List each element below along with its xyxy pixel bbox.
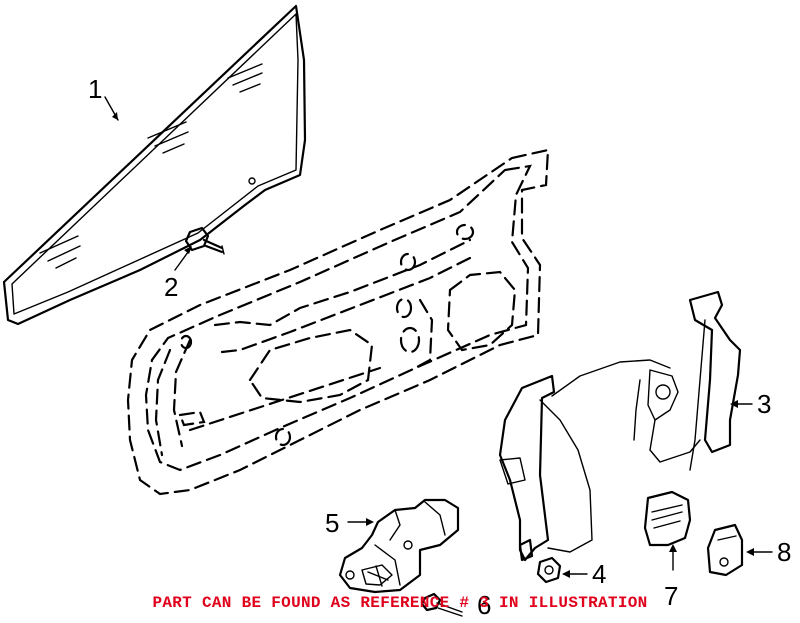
leader-lines [104,96,773,578]
callout-6: 6 [477,590,491,620]
reference-notice: PART CAN BE FOUND AS REFERENCE # 3 IN IL… [152,594,648,612]
screw [420,592,463,617]
door-inner-panel [126,148,550,496]
callout-2: 2 [164,272,178,302]
callout-8: 8 [777,537,791,567]
mounting-clip [706,523,744,577]
callout-7: 7 [664,581,678,611]
callout-3: 3 [757,389,771,419]
callout-4: 4 [592,559,606,589]
callout-1: 1 [88,74,102,104]
window-regulator [498,290,742,562]
switch-module [643,490,692,547]
nut [536,556,562,584]
door-glass [2,4,307,326]
regulator-motor [338,498,460,594]
bolt [184,226,225,255]
callout-5: 5 [325,508,339,538]
